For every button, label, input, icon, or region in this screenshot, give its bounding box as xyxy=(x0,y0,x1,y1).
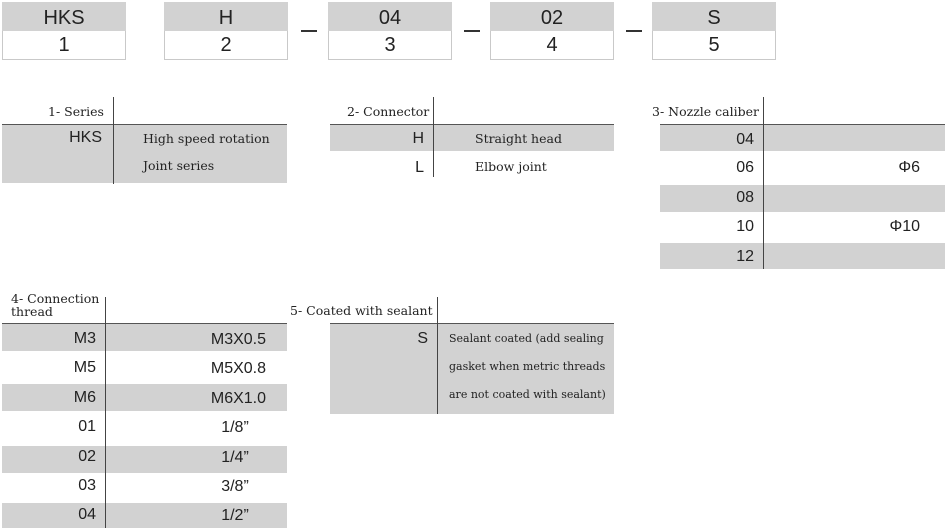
thread-spec: M5X0.8 xyxy=(210,360,266,377)
header-rule xyxy=(330,323,614,324)
table-row-shaded xyxy=(660,243,945,269)
table-row-shaded xyxy=(2,384,287,411)
nozzle-code: 06 xyxy=(736,159,754,176)
sealant-desc-line: gasket when metric threads xyxy=(449,360,606,373)
sealant-desc-line: Sealant coated (add sealing xyxy=(449,332,604,345)
header-rule xyxy=(660,124,945,125)
header-rule xyxy=(2,323,287,324)
table-band xyxy=(2,124,287,183)
thread-code: 01 xyxy=(78,418,96,435)
thread-spec: 1/2” xyxy=(221,507,249,524)
table-row-shaded xyxy=(330,124,614,151)
thread-code: 03 xyxy=(78,477,96,494)
table-row-shaded xyxy=(2,446,287,473)
separator-dash xyxy=(464,30,480,32)
nozzle-diameter: Φ6 xyxy=(898,159,920,176)
thread-spec: M6X1.0 xyxy=(210,390,266,407)
code-box-value: 04 xyxy=(328,2,452,31)
connector-desc: Elbow joint xyxy=(475,159,547,174)
connector-code: H xyxy=(412,130,424,147)
nozzle-code: 10 xyxy=(736,218,754,235)
thread-spec: M3X0.5 xyxy=(210,331,266,348)
thread-code: M5 xyxy=(73,359,96,376)
code-box-value: H xyxy=(164,2,288,31)
code-box-index: 3 xyxy=(328,31,452,60)
column-divider xyxy=(437,297,438,414)
code-box-value: HKS xyxy=(2,2,126,31)
thread-title: thread xyxy=(11,304,53,319)
thread-code: 04 xyxy=(78,506,96,523)
code-box-thread: 02 4 xyxy=(490,2,614,60)
code-box-nozzle: 04 3 xyxy=(328,2,452,60)
table-row-shaded xyxy=(660,185,945,212)
sealant-code: S xyxy=(417,330,428,347)
thread-code: 02 xyxy=(78,448,96,465)
nozzle-diameter: Φ10 xyxy=(889,218,920,235)
thread-code: M3 xyxy=(73,330,96,347)
column-divider xyxy=(433,97,434,177)
table-row-shaded xyxy=(660,124,945,151)
code-box-connector: H 2 xyxy=(164,2,288,60)
series-desc-line: High speed rotation xyxy=(143,131,270,146)
connector-title: 2- Connector xyxy=(347,104,430,119)
separator-dash xyxy=(626,30,642,32)
series-desc-line: Joint series xyxy=(143,158,215,173)
table-row-shaded xyxy=(2,503,287,528)
code-box-value: 02 xyxy=(490,2,614,31)
column-divider xyxy=(763,97,764,269)
code-box-index: 5 xyxy=(652,31,776,60)
column-divider xyxy=(105,297,106,528)
thread-spec: 1/8” xyxy=(221,419,249,436)
column-divider xyxy=(113,97,114,184)
sealant-title: 5- Coated with sealant xyxy=(290,303,433,318)
code-box-index: 4 xyxy=(490,31,614,60)
code-box-value: S xyxy=(652,2,776,31)
series-title: 1- Series xyxy=(48,104,104,119)
thread-title: 4- Connection xyxy=(11,291,100,306)
thread-spec: 1/4” xyxy=(221,449,249,466)
code-box-sealant: S 5 xyxy=(652,2,776,60)
thread-code: M6 xyxy=(73,389,96,406)
table-band xyxy=(330,324,614,414)
sealant-desc-line: are not coated with sealant) xyxy=(449,388,606,401)
nozzle-title: 3- Nozzle caliber xyxy=(652,104,759,119)
connector-desc: Straight head xyxy=(475,131,562,146)
table-row-shaded xyxy=(2,324,287,351)
thread-spec: 3/8” xyxy=(221,478,249,495)
code-box-index: 2 xyxy=(164,31,288,60)
connector-code: L xyxy=(415,159,424,176)
separator-dash xyxy=(301,30,317,32)
nozzle-code: 08 xyxy=(736,189,754,206)
nozzle-code: 12 xyxy=(736,248,754,265)
code-box-series: HKS 1 xyxy=(2,2,126,60)
header-rule xyxy=(330,124,614,125)
code-box-index: 1 xyxy=(2,31,126,60)
series-code: HKS xyxy=(69,129,102,146)
header-rule xyxy=(2,124,287,125)
nozzle-code: 04 xyxy=(736,131,754,148)
